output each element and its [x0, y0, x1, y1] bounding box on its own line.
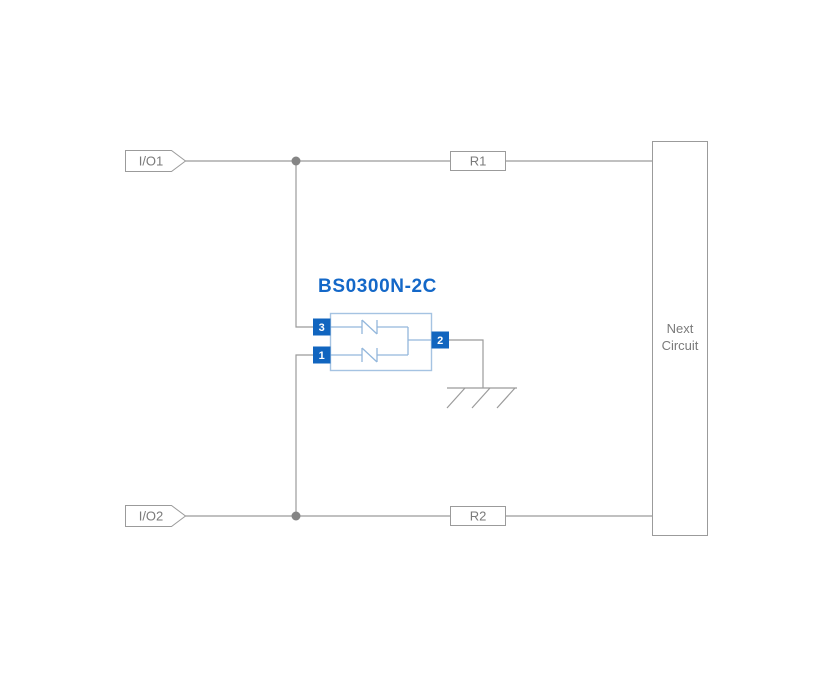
wire-io1-to-pin3: [295, 161, 313, 328]
component-internal-circuit: [330, 319, 431, 363]
pin1-number: 1: [319, 350, 325, 362]
io1-port-tag: I/O1: [125, 150, 187, 172]
component-pin-2: 2: [431, 331, 449, 349]
junction-dot-bottom: [291, 511, 301, 521]
next-circuit-block: Next Circuit: [652, 141, 708, 536]
diode-bottom-diagonal: [361, 347, 378, 363]
io2-port-tag: I/O2: [125, 505, 187, 527]
resistor-r1: R1: [450, 151, 506, 171]
resistor-r2: R2: [450, 506, 506, 526]
pin1-pad: [313, 346, 331, 364]
io2-label: I/O2: [139, 509, 164, 524]
pin3-pad: [313, 318, 331, 336]
ground-hatch-1: [446, 387, 466, 409]
io2-tag-shape: [125, 505, 187, 527]
component-title: BS0300N-2C: [318, 276, 437, 297]
wires: [185, 160, 652, 517]
io1-label: I/O1: [139, 154, 164, 169]
component-pin-3: 3: [313, 318, 331, 336]
next-circuit-box: [652, 141, 708, 536]
next-circuit-label-line2: Circuit: [662, 338, 699, 353]
wire-pin2-to-ground: [449, 339, 484, 388]
tvs-diode-component: BS0300N-2C: [313, 276, 449, 372]
pin2-number: 2: [437, 335, 443, 347]
ground-icon: [446, 387, 517, 409]
pin3-number: 3: [319, 322, 325, 334]
r1-box: [450, 151, 506, 171]
diode-top-diagonal: [361, 319, 378, 335]
wire-io2-to-pin1: [295, 354, 313, 516]
next-circuit-label-line1: Next: [667, 321, 694, 336]
ground-hatch-2: [471, 387, 491, 409]
junction-dot-top: [291, 156, 301, 166]
component-body: [329, 312, 433, 372]
io1-tag-shape: [125, 150, 187, 172]
r2-box: [450, 506, 506, 526]
component-pin-1: 1: [313, 346, 331, 364]
r2-label: R2: [470, 509, 487, 524]
pin2-pad: [431, 331, 449, 349]
ground-hatch-3: [496, 387, 516, 409]
r1-label: R1: [470, 154, 487, 169]
